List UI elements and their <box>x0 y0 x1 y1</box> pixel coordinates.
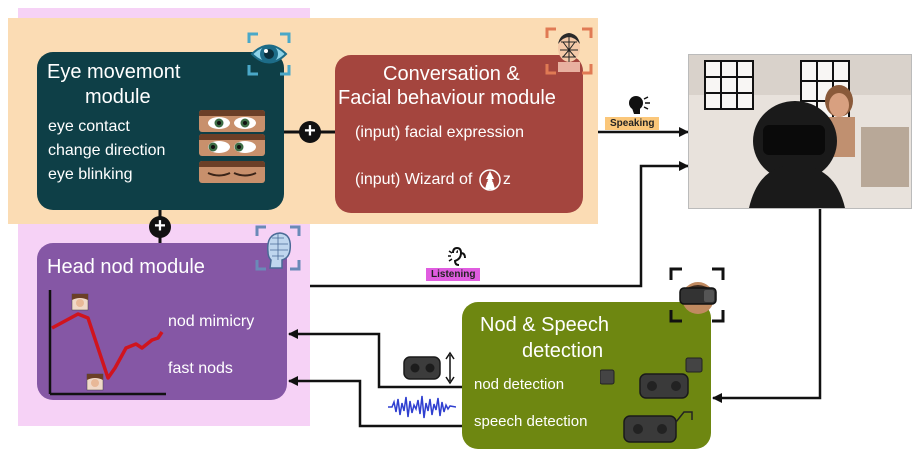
eye-contact-eyes-image <box>199 110 265 132</box>
nod-detection-label: nod detection <box>474 376 565 393</box>
eye-blinking-label: eye blinking <box>48 166 133 183</box>
facial-expression-input-label: (input) facial expression <box>355 124 524 141</box>
head-scan-icon <box>254 224 301 271</box>
vr-headset-scan-icon <box>668 266 725 323</box>
nod-mimicry-label: nod mimicry <box>168 313 255 330</box>
speech-detection-arrow <box>288 376 462 428</box>
nod-trajectory-plot <box>48 290 166 396</box>
wizard-input-prefix: (input) Wizard of <box>355 171 477 189</box>
speech-waveform-icon <box>388 395 456 419</box>
listening-tag: Listening <box>426 268 481 281</box>
speaking-tag: Speaking <box>605 117 660 130</box>
wizard-input-suffix: z <box>502 171 511 189</box>
eye-contact-label: eye contact <box>48 118 130 135</box>
speech-detection-label: speech detection <box>474 413 588 430</box>
wizard-input-label: (input) Wizard of z <box>355 169 511 191</box>
eye-module-title-line2: module <box>85 86 151 108</box>
nod-detection-arrow <box>288 329 462 389</box>
conversation-facial-module <box>335 55 583 213</box>
eye-scan-icon <box>246 31 291 76</box>
plus-icon: + <box>299 121 321 143</box>
change-direction-eyes-image <box>199 134 265 156</box>
speaking-person-icon <box>629 96 650 114</box>
face-scan-icon <box>544 26 593 75</box>
vr-headset-devices-image <box>600 357 703 443</box>
change-direction-label: change direction <box>48 142 166 159</box>
conversation-title-line1: Conversation & <box>383 63 520 85</box>
detection-title-line1: Nod & Speech <box>480 314 609 336</box>
scene-photo <box>689 55 911 208</box>
detection-title-line2: detection <box>522 340 604 362</box>
listening-ear-icon <box>448 246 466 266</box>
nod-curve <box>51 312 164 380</box>
headset-nod-icon <box>403 351 455 385</box>
face-thumbnail-bottom <box>86 373 104 391</box>
screen-detection-arrow <box>712 208 822 403</box>
wizard-icon <box>478 169 502 191</box>
head-nod-module-title: Head nod module <box>47 256 205 278</box>
face-thumbnail-top <box>71 293 89 311</box>
window-left <box>704 60 754 110</box>
conversation-title-line2: Facial behaviour module <box>338 87 556 109</box>
head-nod-module <box>37 243 287 400</box>
plus-icon: + <box>149 216 171 238</box>
eye-blinking-eyes-image <box>199 161 265 183</box>
listening-arrow <box>310 161 689 288</box>
fast-nods-label: fast nods <box>168 360 233 377</box>
eye-module-title-line1: Eye movemont <box>47 61 181 83</box>
